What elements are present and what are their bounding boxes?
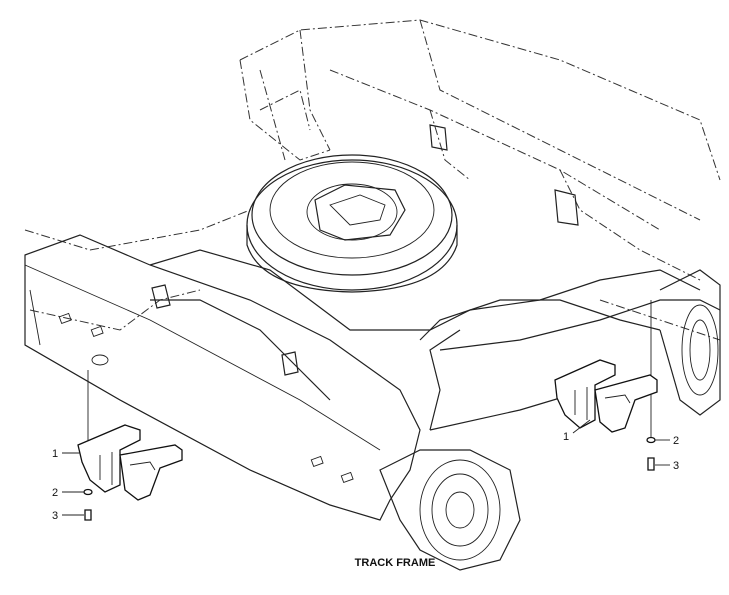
right-callout-3: 3 — [673, 460, 679, 472]
upper-structure-phantom — [24, 19, 721, 341]
left-callout-2: 2 — [52, 487, 58, 499]
swing-bearing — [246, 154, 458, 293]
track-frame-body — [24, 124, 721, 571]
right-washer — [646, 436, 656, 444]
left-callout-3: 3 — [52, 510, 58, 522]
left-bolt — [84, 509, 92, 521]
left-track-guard — [62, 370, 183, 521]
diagram-caption: TRACK FRAME — [355, 557, 436, 569]
left-callout-1: 1 — [52, 448, 58, 460]
right-track-guard — [554, 300, 670, 471]
right-callout-2: 2 — [673, 435, 679, 447]
left-washer — [83, 488, 93, 496]
right-bolt — [647, 457, 655, 471]
right-callout-1: 1 — [563, 431, 569, 443]
